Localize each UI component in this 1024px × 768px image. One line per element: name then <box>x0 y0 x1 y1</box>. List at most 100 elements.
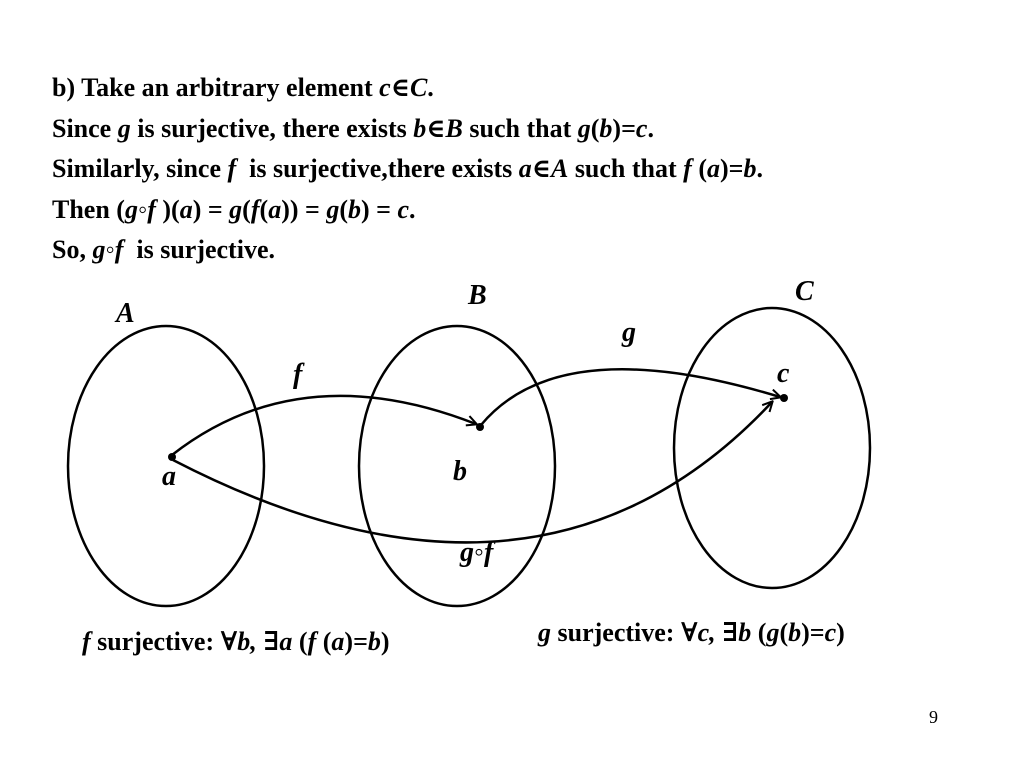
text: such that <box>462 113 578 143</box>
proof-line-3: Similarly, since f is surjective,there e… <box>52 149 763 190</box>
text: ( <box>751 618 767 647</box>
text: ( <box>316 627 332 656</box>
point-a <box>168 453 176 461</box>
var-f: f <box>483 537 494 568</box>
text: ( <box>242 194 251 224</box>
set-label-B: B <box>468 280 487 311</box>
var-c: c <box>379 73 391 102</box>
var-g: g <box>538 618 551 647</box>
var-g: g <box>460 537 474 568</box>
set-label-C: C <box>795 276 814 307</box>
forall-symbol: ∀ <box>220 627 238 656</box>
proof-line-1: b) Take an arbitrary element c∈C. <box>52 68 763 109</box>
var-c: c <box>635 113 648 143</box>
text: surjective: <box>90 627 221 656</box>
proof-line-5: So, g◦f is surjective. <box>52 230 763 271</box>
var-b: b <box>367 627 381 656</box>
proof-line-2: Since g is surjective, there exists b∈B … <box>52 109 763 150</box>
var-g: g <box>124 194 138 224</box>
set-A-ellipse <box>66 324 266 608</box>
text: . <box>409 194 416 224</box>
map-label-f: f <box>293 359 303 390</box>
var-f: f <box>307 627 317 656</box>
var-A: A <box>550 154 569 183</box>
var-b: b <box>599 113 613 143</box>
text: is surjective,there exists <box>236 154 519 183</box>
var-g: g <box>92 235 106 264</box>
proof-text: b) Take an arbitrary element c∈C. Since … <box>52 68 763 271</box>
text: )) = <box>281 194 327 224</box>
text: ( <box>691 154 708 183</box>
caption-f-surjective: f surjective: ∀b, ∃a (f (a)=b) <box>82 627 390 657</box>
text: surjective: <box>551 618 681 647</box>
element-label-a: a <box>162 461 176 492</box>
text: . <box>647 113 654 143</box>
exists-symbol: ∃ <box>722 618 739 647</box>
text: So, <box>52 235 93 264</box>
element-of-symbol: ∈ <box>390 73 410 102</box>
text: ( <box>292 627 308 656</box>
text: ) <box>380 627 390 656</box>
var-b: b <box>237 627 251 656</box>
arrow-g <box>480 368 780 426</box>
text: b) Take an arbitrary element <box>52 73 380 102</box>
arrow-gof <box>172 402 772 544</box>
proof-line-4: Then (g◦f )(a) = g(f(a)) = g(b) = c. <box>52 190 763 231</box>
text: such that <box>568 154 684 183</box>
text: Similarly, since <box>52 154 228 183</box>
var-f: f <box>250 194 260 224</box>
var-C: C <box>409 73 428 102</box>
page-number: 9 <box>929 707 938 727</box>
text: ( <box>259 194 269 224</box>
map-label-g: g <box>622 317 636 348</box>
var-f: f <box>147 194 156 224</box>
var-f: f <box>82 627 91 656</box>
var-b: b <box>743 154 757 183</box>
text: ( <box>779 618 789 647</box>
var-g: g <box>326 194 340 224</box>
element-of-symbol: ∈ <box>531 154 551 183</box>
var-a: a <box>518 154 532 183</box>
forall-symbol: ∀ <box>680 618 698 647</box>
text: Then ( <box>52 194 125 224</box>
text: is surjective. <box>123 235 275 264</box>
text: , <box>709 618 723 647</box>
element-label-c: c <box>777 358 790 389</box>
exists-symbol: ∃ <box>263 627 280 656</box>
text: . <box>756 154 764 183</box>
var-c: c <box>824 618 837 647</box>
var-b: b <box>348 194 361 224</box>
text: ) = <box>192 194 230 224</box>
arrow-f <box>171 394 476 456</box>
set-label-A: A <box>116 298 135 329</box>
text: ( <box>590 113 600 143</box>
element-of-symbol: ∈ <box>426 113 446 143</box>
text: ) <box>836 618 845 647</box>
text: )= <box>612 113 636 143</box>
var-c: c <box>697 618 710 647</box>
var-f: f <box>683 154 692 183</box>
var-a: a <box>268 194 282 224</box>
var-g: g <box>577 113 591 143</box>
point-b <box>476 423 484 431</box>
text: . <box>427 73 434 102</box>
var-f: f <box>114 235 124 264</box>
compose-symbol: ◦ <box>137 194 148 224</box>
var-c: c <box>397 194 410 224</box>
text: ) = <box>361 194 398 224</box>
compose-symbol: ◦ <box>474 537 484 568</box>
var-g: g <box>766 618 780 647</box>
var-g: g <box>117 113 131 143</box>
var-a: a <box>179 194 193 224</box>
text: )( <box>155 194 180 224</box>
text: )= <box>801 618 825 647</box>
text: Since <box>52 113 118 143</box>
caption-g-surjective: g surjective: ∀c, ∃b (g(b)=c) <box>538 618 845 648</box>
text: ( <box>339 194 348 224</box>
element-label-b: b <box>453 456 467 487</box>
text: )= <box>720 154 744 183</box>
var-b: b <box>738 618 752 647</box>
text: )= <box>344 627 368 656</box>
var-a: a <box>279 627 293 656</box>
